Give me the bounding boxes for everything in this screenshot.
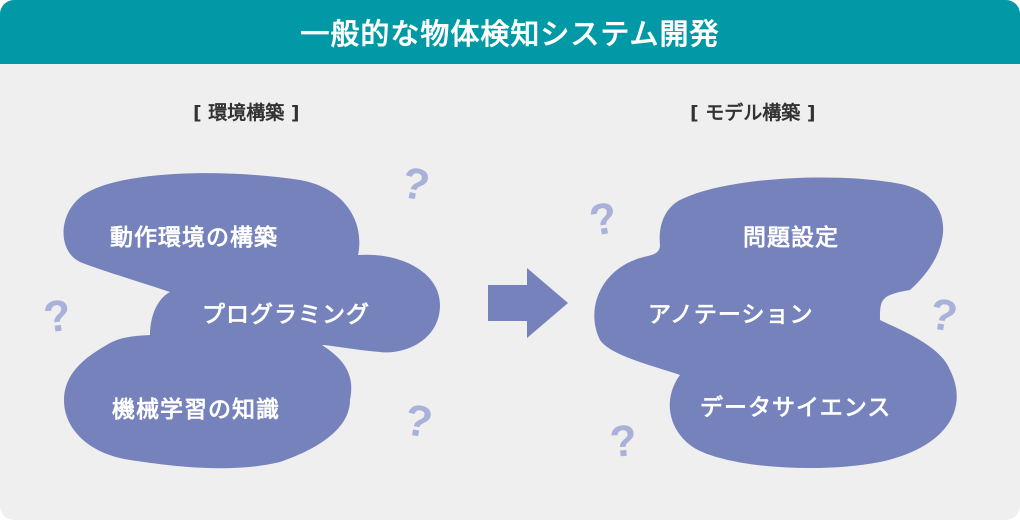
left-cloud: [63, 173, 441, 469]
left-item-2: プログラミング: [202, 302, 370, 328]
question-mark-icon: ?: [607, 415, 639, 468]
right-section-label: [ モデル構築 ]: [690, 102, 816, 124]
right-cloud: [594, 177, 957, 469]
right-item-3: データサイエンス: [700, 395, 892, 421]
left-section-label: [ 環境構築 ]: [193, 102, 300, 124]
right-arrow: [488, 268, 568, 338]
left-item-3: 機械学習の知識: [112, 397, 280, 423]
page-title: 一般的な物体検知システム開発: [0, 0, 1020, 64]
right-item-2: アノテーション: [648, 302, 814, 328]
left-item-1: 動作環境の構築: [110, 225, 278, 251]
right-item-1: 問題設定: [743, 225, 839, 251]
